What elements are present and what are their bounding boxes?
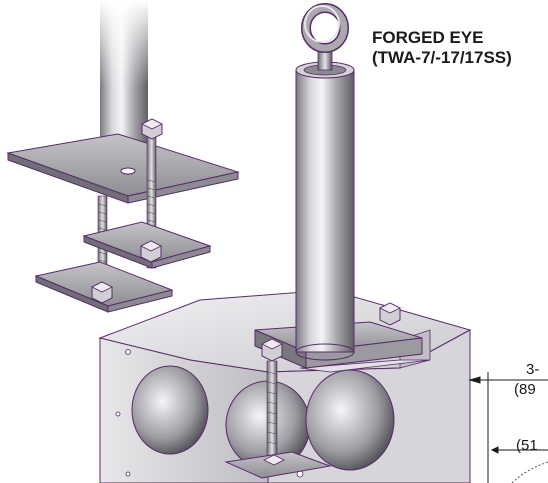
dimension-lines <box>468 372 548 483</box>
forged-eye-callout: FORGED EYE (TWA-7/-17/17SS) <box>372 28 512 68</box>
top-clamp-plate <box>6 133 240 204</box>
left-tube <box>100 0 148 145</box>
hex-nut <box>261 338 283 362</box>
hex-nut <box>379 302 401 326</box>
dimension-label-top: 3- <box>526 361 540 378</box>
left-clamp-assembly <box>6 0 240 313</box>
callout-model-numbers: (TWA-7/-17/17SS) <box>372 48 512 67</box>
lightening-holes <box>131 365 395 471</box>
forged-eye <box>301 3 349 71</box>
dimension-label-middle: (51 <box>516 437 538 454</box>
anchor-post <box>224 3 423 479</box>
dimension-label-top-metric: (89 <box>514 381 536 398</box>
hex-nut <box>91 281 113 304</box>
middle-clamp-plate <box>82 221 212 269</box>
hex-nut <box>141 118 163 140</box>
hex-nut <box>140 240 162 263</box>
callout-title: FORGED EYE <box>372 28 484 47</box>
